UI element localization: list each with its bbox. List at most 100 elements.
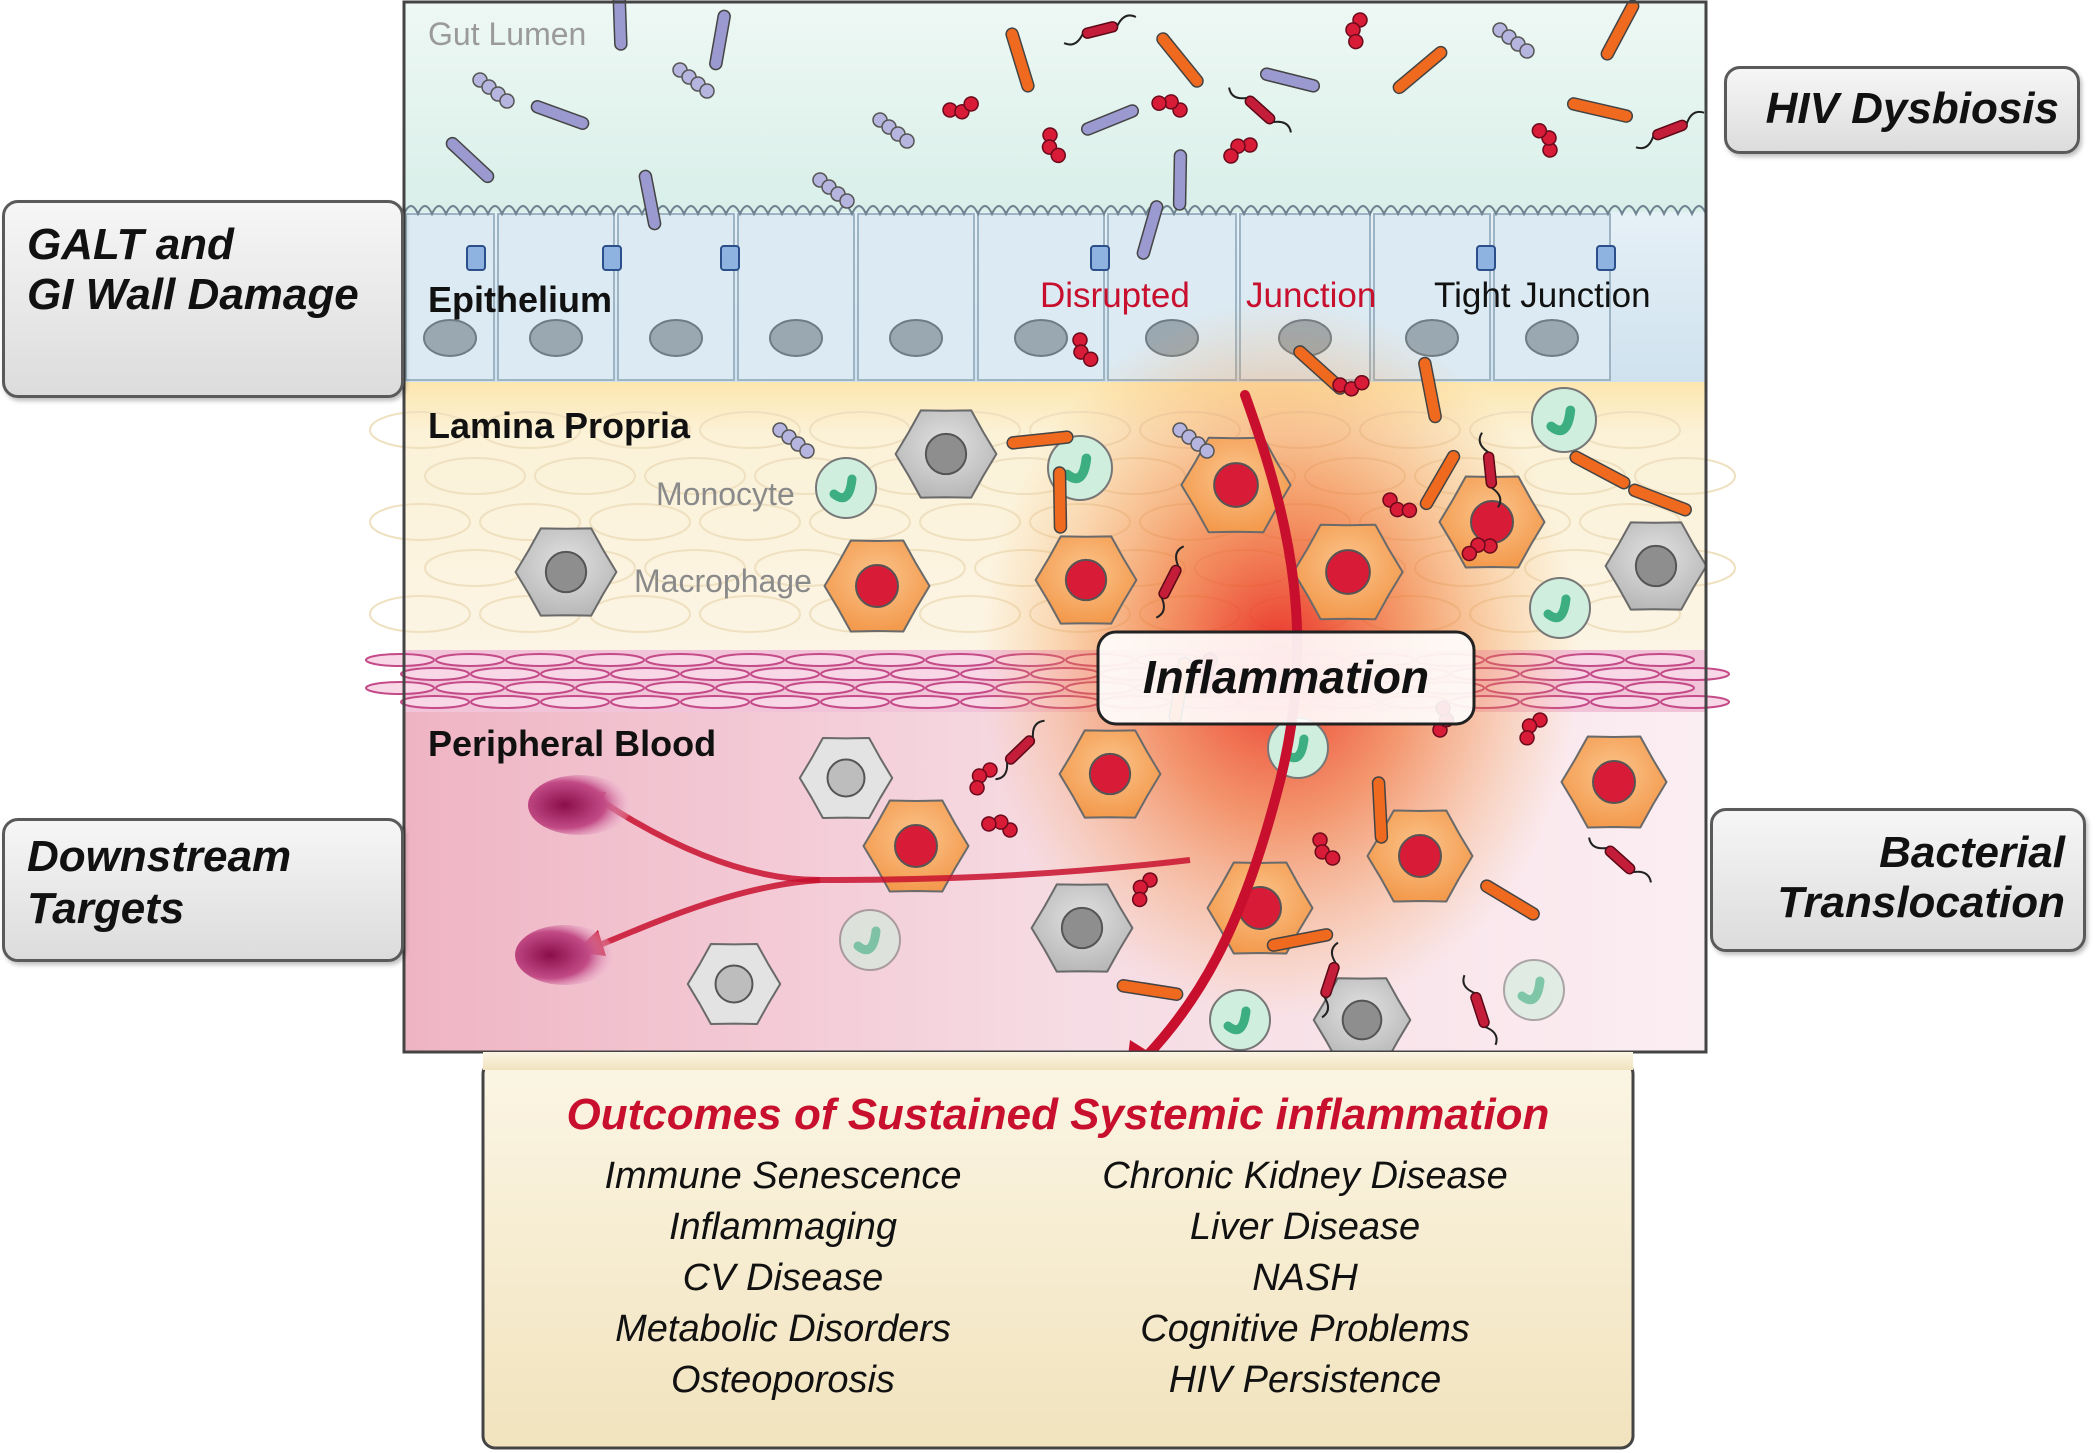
cell-nucleus xyxy=(894,824,938,868)
cell-nucleus xyxy=(544,550,588,594)
cocci-bacterium xyxy=(1172,422,1215,459)
outcome-item: Liver Disease xyxy=(1189,1206,1421,1248)
outcome-item: Inflammaging xyxy=(668,1206,898,1248)
cell-nucleus xyxy=(1088,752,1132,796)
cocci-bacterium xyxy=(1461,537,1498,562)
rod-bacterium xyxy=(1566,97,1634,123)
hiv-dysbiosis-label: HIV Dysbiosis xyxy=(1765,84,2059,133)
monocyte-label: Monocyte xyxy=(656,476,795,512)
rod-bacterium xyxy=(1259,67,1321,93)
downstream-target-upper xyxy=(528,775,632,835)
outcome-item: Chronic Kidney Disease xyxy=(1102,1155,1508,1197)
cell-nucleus xyxy=(649,319,703,357)
cell-nucleus xyxy=(714,964,754,1004)
rod-bacterium xyxy=(1116,979,1184,1001)
cocci-bacterium xyxy=(1492,22,1535,59)
tight-junction-icon xyxy=(466,245,486,271)
rod-bacterium xyxy=(1392,45,1448,95)
monocyte-nucleus xyxy=(1546,405,1576,435)
cocci-bacterium xyxy=(1345,12,1368,50)
cocci-bacterium xyxy=(1531,123,1558,158)
rod-bacterium xyxy=(612,0,628,51)
bacterial-translocation-callout: Bacterial Translocation xyxy=(1710,808,2086,952)
rod-bacterium xyxy=(1569,450,1631,490)
cell-nucleus xyxy=(1341,999,1383,1041)
brush-border xyxy=(403,205,1707,217)
tight-junction-icon xyxy=(602,245,622,271)
downstream-target-lower xyxy=(515,925,615,985)
inflammation-box xyxy=(1096,630,1476,726)
cocci-bacterium xyxy=(1312,832,1341,866)
lamina-propria-label: Lamina Propria xyxy=(428,405,691,446)
tight-junction-icon xyxy=(720,245,740,271)
hiv-dysbiosis-callout: HIV Dysbiosis xyxy=(1724,66,2080,154)
rod-bacterium xyxy=(1156,32,1204,88)
cocci-bacterium xyxy=(812,172,855,209)
cocci-bacterium xyxy=(1151,94,1188,118)
downstream-arrows xyxy=(515,775,1191,985)
monocyte-nucleus xyxy=(1517,976,1545,1005)
rod-bacterium xyxy=(1371,776,1389,844)
immune-cells xyxy=(514,387,1708,1063)
rod-bacterium xyxy=(1005,27,1035,93)
rod-bacterium xyxy=(1006,430,1074,450)
rod-bacterium xyxy=(1136,200,1164,260)
cocci-bacterium xyxy=(969,762,998,796)
rod-bacterium xyxy=(1419,449,1461,511)
cell-nucleus xyxy=(1398,834,1442,878)
flagellated-bacterium xyxy=(1462,974,1498,1046)
cell-nucleus xyxy=(826,758,866,798)
cocci-bacterium xyxy=(1519,712,1548,746)
rod-bacterium xyxy=(1266,928,1334,952)
cell-nucleus xyxy=(529,319,583,357)
monocyte-nucleus xyxy=(829,474,857,503)
junction-label: Junction xyxy=(1246,276,1377,315)
cocci-bacterium xyxy=(942,96,979,120)
outcome-item: Immune Senescence xyxy=(604,1155,962,1197)
rod-bacterium xyxy=(1052,466,1068,534)
cell-nucleus xyxy=(769,319,823,357)
monocyte-nucleus xyxy=(1223,1006,1251,1035)
disrupted-label: Disrupted xyxy=(1040,276,1190,315)
downstream-label-line2: Targets xyxy=(27,884,185,933)
cell-nucleus xyxy=(1525,319,1579,357)
monocyte-nucleus xyxy=(1543,594,1571,623)
cocci-bacterium xyxy=(981,814,1018,838)
rod-bacterium xyxy=(638,169,662,231)
cell-nucleus xyxy=(1064,558,1108,602)
flagellated-bacterium xyxy=(1063,14,1137,46)
flagellated-bacterium xyxy=(1635,110,1705,150)
cocci-bacterium xyxy=(1382,492,1418,519)
galt-label-line2: GI Wall Damage xyxy=(27,270,359,319)
outcome-item: Metabolic Disorders xyxy=(615,1308,951,1350)
cell-nucleus xyxy=(855,564,899,608)
downstream-label-line1: Downstream xyxy=(27,832,292,881)
galt-label-line1: GALT and xyxy=(27,220,234,269)
tight-junction-icon xyxy=(1090,245,1110,271)
downstream-targets-callout: Downstream Targets xyxy=(2,818,404,962)
tight-junction-label: Tight Junction xyxy=(1434,276,1651,315)
bacterial-label-line2: Translocation xyxy=(1777,878,2065,927)
outcome-item: Osteoporosis xyxy=(671,1359,895,1401)
monocyte-nucleus xyxy=(853,926,881,955)
inflammation-label: Inflammation xyxy=(1143,651,1429,703)
cocci-bacterium xyxy=(1131,872,1158,908)
cell-nucleus xyxy=(924,432,968,476)
flagellated-bacterium xyxy=(995,719,1045,781)
cell-nucleus xyxy=(889,319,943,357)
cell-nucleus xyxy=(1634,544,1678,588)
cell-nucleus xyxy=(1325,549,1371,595)
cocci-bacterium xyxy=(472,72,515,109)
bacterial-label-line1: Bacterial xyxy=(1879,828,2065,877)
outcome-item: CV Disease xyxy=(682,1257,884,1299)
macrophage-label: Macrophage xyxy=(634,563,812,599)
tight-junction-icon xyxy=(1476,245,1496,271)
cell-nucleus xyxy=(423,319,477,357)
outcome-item: HIV Persistence xyxy=(1168,1359,1442,1401)
outcomes-title: Outcomes of Sustained Systemic inflammat… xyxy=(566,1090,1550,1139)
cell-nucleus xyxy=(1592,760,1636,804)
cell-nucleus xyxy=(1060,906,1104,950)
rod-bacterium xyxy=(709,9,731,71)
rod-bacterium xyxy=(530,100,590,130)
